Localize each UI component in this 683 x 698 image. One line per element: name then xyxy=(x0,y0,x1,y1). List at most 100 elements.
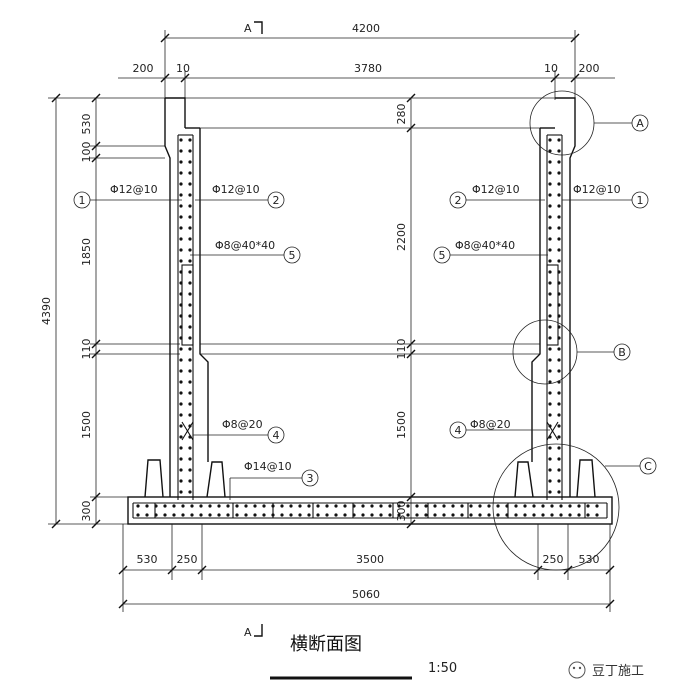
rebar-dot xyxy=(548,325,552,329)
rebar-dot xyxy=(557,149,561,153)
svg-text:2: 2 xyxy=(273,194,280,207)
rebar-dot xyxy=(190,504,194,508)
rebar-dot xyxy=(557,325,561,329)
callout-1-left: 1 xyxy=(73,191,91,209)
rebar-dot xyxy=(179,347,183,351)
rebar-dot xyxy=(557,303,561,307)
rebar-dot xyxy=(557,226,561,230)
rebar-dot xyxy=(568,504,572,508)
rebar-dot xyxy=(343,504,347,508)
rebar-dot xyxy=(154,513,158,517)
rebar-dot xyxy=(548,391,552,395)
rebar-dot xyxy=(271,513,275,517)
rebar-dot xyxy=(424,513,428,517)
rebar-dot xyxy=(557,160,561,164)
svg-text:5: 5 xyxy=(289,249,296,262)
rebar-dot xyxy=(586,504,590,508)
rebar-dot xyxy=(415,513,419,517)
rebar-dot xyxy=(557,468,561,472)
rebar-dot xyxy=(179,336,183,340)
rebar-dot xyxy=(548,402,552,406)
dim-top-clear: 3780 xyxy=(354,62,382,75)
label-left-outer-rebar: Φ12@10 xyxy=(110,183,158,196)
rebar-dot xyxy=(179,490,183,494)
callout-5-left: 5 xyxy=(283,246,301,264)
rebar-dot xyxy=(179,193,183,197)
rebar-dot xyxy=(397,513,401,517)
rebar-dot xyxy=(179,281,183,285)
dim-top-left-outer: 200 xyxy=(133,62,154,75)
rebar-dot xyxy=(557,193,561,197)
rebar-dot xyxy=(548,435,552,439)
rebar-dot xyxy=(487,504,491,508)
rebar-dot xyxy=(442,504,446,508)
dim-top-right-outer: 200 xyxy=(579,62,600,75)
label-left-stirrup: Φ8@40*40 xyxy=(215,239,275,252)
dim-top-total: 4200 xyxy=(352,22,380,35)
svg-text:A: A xyxy=(244,22,252,35)
rebar-dot xyxy=(188,204,192,208)
label-right-inner-rebar: Φ12@10 xyxy=(472,183,520,196)
dim-bottom-total: 5060 xyxy=(352,588,380,601)
rebar-dot xyxy=(548,215,552,219)
rebar-dot xyxy=(523,504,527,508)
rebar-dot xyxy=(179,292,183,296)
rebar-dot xyxy=(179,435,183,439)
svg-text:C: C xyxy=(644,460,652,473)
rebar-dot xyxy=(523,513,527,517)
rebar-dot xyxy=(188,215,192,219)
svg-text:1: 1 xyxy=(79,194,86,207)
rebar-dot xyxy=(469,504,473,508)
rebar-dot xyxy=(188,325,192,329)
dim-left-530: 530 xyxy=(80,114,93,135)
rebar-dot xyxy=(244,513,248,517)
rebar-dot xyxy=(334,504,338,508)
callout-2-left: 2 xyxy=(267,191,285,209)
rebar-dot xyxy=(433,504,437,508)
rebar-dot xyxy=(188,303,192,307)
rebar-dot xyxy=(188,138,192,142)
rebar-dot xyxy=(379,504,383,508)
rebar-dot xyxy=(557,182,561,186)
rebar-dot xyxy=(136,513,140,517)
rebar-dot xyxy=(199,513,203,517)
rebar-dot xyxy=(179,424,183,428)
rebar-dot xyxy=(548,248,552,252)
rebar-dot xyxy=(188,292,192,296)
rebar-dot xyxy=(179,457,183,461)
svg-text:A: A xyxy=(636,117,644,130)
rebar-dot xyxy=(370,513,374,517)
rebar-dot xyxy=(548,336,552,340)
rebar-dot xyxy=(379,513,383,517)
rebar-dot xyxy=(478,504,482,508)
label-left-inner-rebar: Φ12@10 xyxy=(212,183,260,196)
dim-left-100: 100 xyxy=(80,142,93,163)
rebar-dot xyxy=(179,149,183,153)
rebar-dot xyxy=(188,446,192,450)
rebar-dot xyxy=(188,380,192,384)
rebar-dot xyxy=(179,413,183,417)
rebar-dot xyxy=(188,314,192,318)
reinforcement-slab xyxy=(132,502,608,519)
rebar-dot xyxy=(235,513,239,517)
rebar-dot xyxy=(188,237,192,241)
dim-mid-2200: 2200 xyxy=(395,223,408,251)
rebar-dot xyxy=(548,468,552,472)
rebar-dot xyxy=(550,504,554,508)
detail-callout-b: B xyxy=(512,319,631,385)
detail-callout-a: A xyxy=(529,90,649,156)
rebar-dot xyxy=(163,504,167,508)
rebar-dot xyxy=(226,504,230,508)
dim-top-right-gap: 10 xyxy=(544,62,558,75)
rebar-dot xyxy=(179,138,183,142)
label-left-bottom-stirrup: Φ8@20 xyxy=(222,418,263,431)
rebar-dot xyxy=(188,347,192,351)
rebar-dot xyxy=(188,226,192,230)
rebar-dot xyxy=(548,303,552,307)
rebar-dot xyxy=(557,248,561,252)
rebar-dot xyxy=(217,504,221,508)
rebar-dot xyxy=(478,513,482,517)
rebar-dot xyxy=(548,457,552,461)
rebar-dot xyxy=(559,513,563,517)
